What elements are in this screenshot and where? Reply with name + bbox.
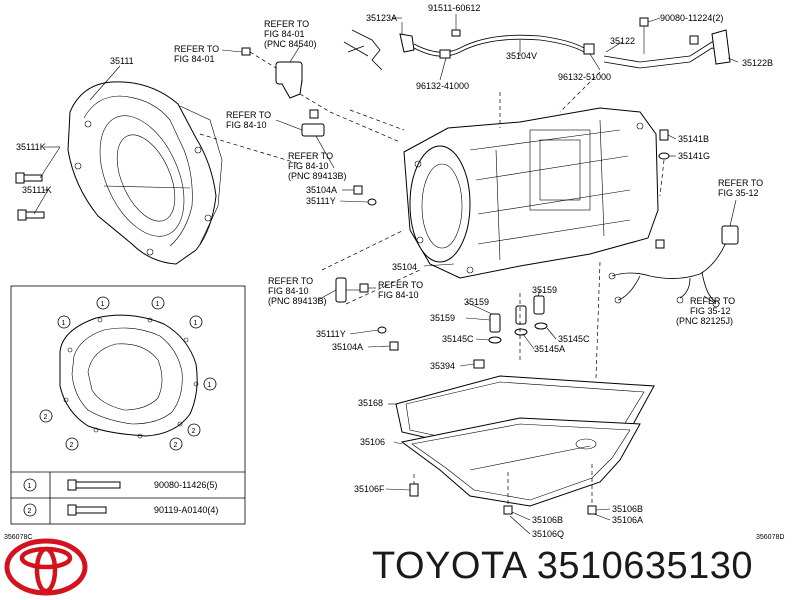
strainer-35159	[488, 295, 548, 344]
label-35106: 35106	[360, 437, 385, 447]
label-refer-84-10-b-line1: REFER TO	[288, 151, 333, 161]
label-refer-84-01-b-line1: REFER TO	[264, 19, 309, 29]
inset-callout-2-a: 2	[44, 414, 48, 421]
image-code-right: 356078D	[756, 534, 784, 541]
label-35394: 35394	[430, 361, 455, 371]
inset-table-callout-1: 1	[28, 483, 32, 490]
label-35111k-upper: 35111K	[16, 142, 46, 152]
inset-callout-1-d: 1	[194, 320, 198, 327]
label-35168: 35168	[358, 398, 383, 408]
label-35104v: 35104V	[506, 51, 537, 61]
label-35159-b: 35159	[532, 285, 557, 295]
oil-pan-drawing	[400, 417, 641, 515]
label-refer-35-12-a-line2: FIG 35-12	[718, 188, 759, 198]
label-35106q: 35106Q	[532, 529, 564, 539]
label-35141b: 35141B	[678, 134, 709, 144]
label-35159-a: 35159	[464, 297, 489, 307]
bolt-35111k-lower	[17, 209, 45, 221]
label-35106b-left: 35106B	[532, 515, 563, 525]
label-refer-35-12-b-line1: REFER TO	[690, 296, 735, 306]
label-35106f: 35106F	[354, 484, 385, 494]
inset-callout-1-e: 1	[208, 382, 212, 389]
label-35104a-upper: 35104A	[306, 185, 337, 195]
label-refer-84-10-b-line2: FIG 84-10	[288, 161, 329, 171]
bolt-90080-11426-icon	[67, 479, 121, 491]
label-35111: 35111	[110, 56, 134, 66]
footer-part-number: 3510635130	[536, 545, 754, 587]
inset-callout-1-c: 1	[62, 320, 66, 327]
label-refer-84-10-d-line2: FIG 84-10	[378, 290, 419, 300]
bolt-90119-a0140-icon	[67, 504, 107, 516]
label-35111y-upper: 35111Y	[306, 196, 336, 206]
label-35122b: 35122B	[742, 58, 773, 68]
wire-harness-drawing	[608, 225, 739, 308]
label-35159-c: 35159	[430, 313, 455, 323]
inset-callout-2-d: 2	[192, 428, 196, 435]
bolt-35141b	[658, 129, 670, 160]
label-96132-51000: 96132-51000	[558, 72, 611, 82]
breather-tube-drawing	[343, 29, 595, 71]
label-35104a-lower: 35104A	[332, 342, 363, 352]
label-35145c-b: 35145C	[558, 334, 590, 344]
part-labels: 35111 35111K 35111K REFER TO FIG 84-01 R…	[4, 3, 784, 541]
label-91511-60612: 91511-60612	[428, 3, 480, 13]
footer-brand-part-number: TOYOTA 3510635130	[372, 545, 753, 588]
label-refer-84-10-c-line3: (PNC 89413B)	[268, 296, 327, 306]
speed-sensor-lower	[335, 277, 369, 303]
dashed-connectors	[199, 71, 665, 506]
label-refer-84-10-d-line1: REFER TO	[378, 280, 423, 290]
label-35104: 35104	[392, 262, 417, 272]
label-35111k-lower: 35111K	[22, 185, 52, 195]
label-refer-35-12-b-line2: FIG 35-12	[690, 306, 731, 316]
inset-bolt-2-part-number: 90119-A0140(4)	[154, 505, 218, 515]
label-refer-84-10-c-line2: FIG 84-10	[268, 286, 309, 296]
bell-housing-drawing	[67, 81, 223, 265]
inset-callout-1-b: 1	[156, 301, 160, 308]
inset-callout-1-a: 1	[101, 301, 105, 308]
label-35122: 35122	[610, 36, 635, 46]
inset-table-callout-2: 2	[28, 508, 32, 515]
label-96132-41000: 96132-41000	[416, 81, 469, 91]
label-90080-11224: 90080-11224(2)	[660, 13, 723, 23]
inset-callout-2-b: 2	[70, 442, 74, 449]
label-refer-84-10-c-line1: REFER TO	[268, 276, 313, 286]
inset-callout-1-group: 1 1 1 1 1	[57, 296, 217, 391]
label-refer-35-12-b-line3: (PNC 82125J)	[676, 316, 733, 326]
inset-callout-2-group: 2 2 2 2	[39, 409, 201, 451]
cooler-tube-drawing	[603, 17, 731, 69]
label-refer-35-12-a-line1: REFER TO	[718, 178, 763, 188]
footer-brand: TOYOTA	[372, 545, 526, 587]
inset-bolt-1-part-number: 90080-11426(5)	[154, 480, 217, 490]
label-35145a: 35145A	[534, 344, 565, 354]
inset-callout-2-c: 2	[174, 442, 178, 449]
image-code-left: 356078C	[4, 534, 32, 541]
bolt-inset-box: 1 1 1 1 1 2 2 2 2 1 2 90080-11426(5) 901…	[10, 285, 246, 525]
label-refer-84-01-b-line3: (PNC 84540)	[264, 39, 317, 49]
sensor-84540-drawing	[241, 47, 303, 99]
label-refer-84-01-b-line2: FIG 84-01	[264, 29, 305, 39]
bolt-35111k-upper	[15, 172, 43, 184]
label-35141g: 35141G	[678, 151, 710, 161]
label-35106b-right: 35106B	[612, 504, 643, 514]
label-35106a: 35106A	[612, 515, 643, 525]
speed-sensor-upper	[301, 109, 325, 137]
label-refer-84-10-a-line2: FIG 84-10	[226, 120, 267, 130]
leader-lines	[33, 14, 739, 535]
label-refer-84-10-a-line1: REFER TO	[226, 110, 271, 120]
transmission-case-drawing	[403, 107, 659, 279]
toyota-logo-icon	[4, 538, 88, 596]
label-35111y-lower: 35111Y	[316, 329, 346, 339]
label-refer-84-01-a-line2: FIG 84-01	[174, 54, 215, 64]
label-refer-84-01-a-line1: REFER TO	[174, 44, 219, 54]
label-refer-84-10-b-line3: (PNC 89413B)	[288, 171, 347, 181]
label-35123a: 35123A	[366, 13, 397, 23]
label-35145c-a: 35145C	[442, 334, 474, 344]
